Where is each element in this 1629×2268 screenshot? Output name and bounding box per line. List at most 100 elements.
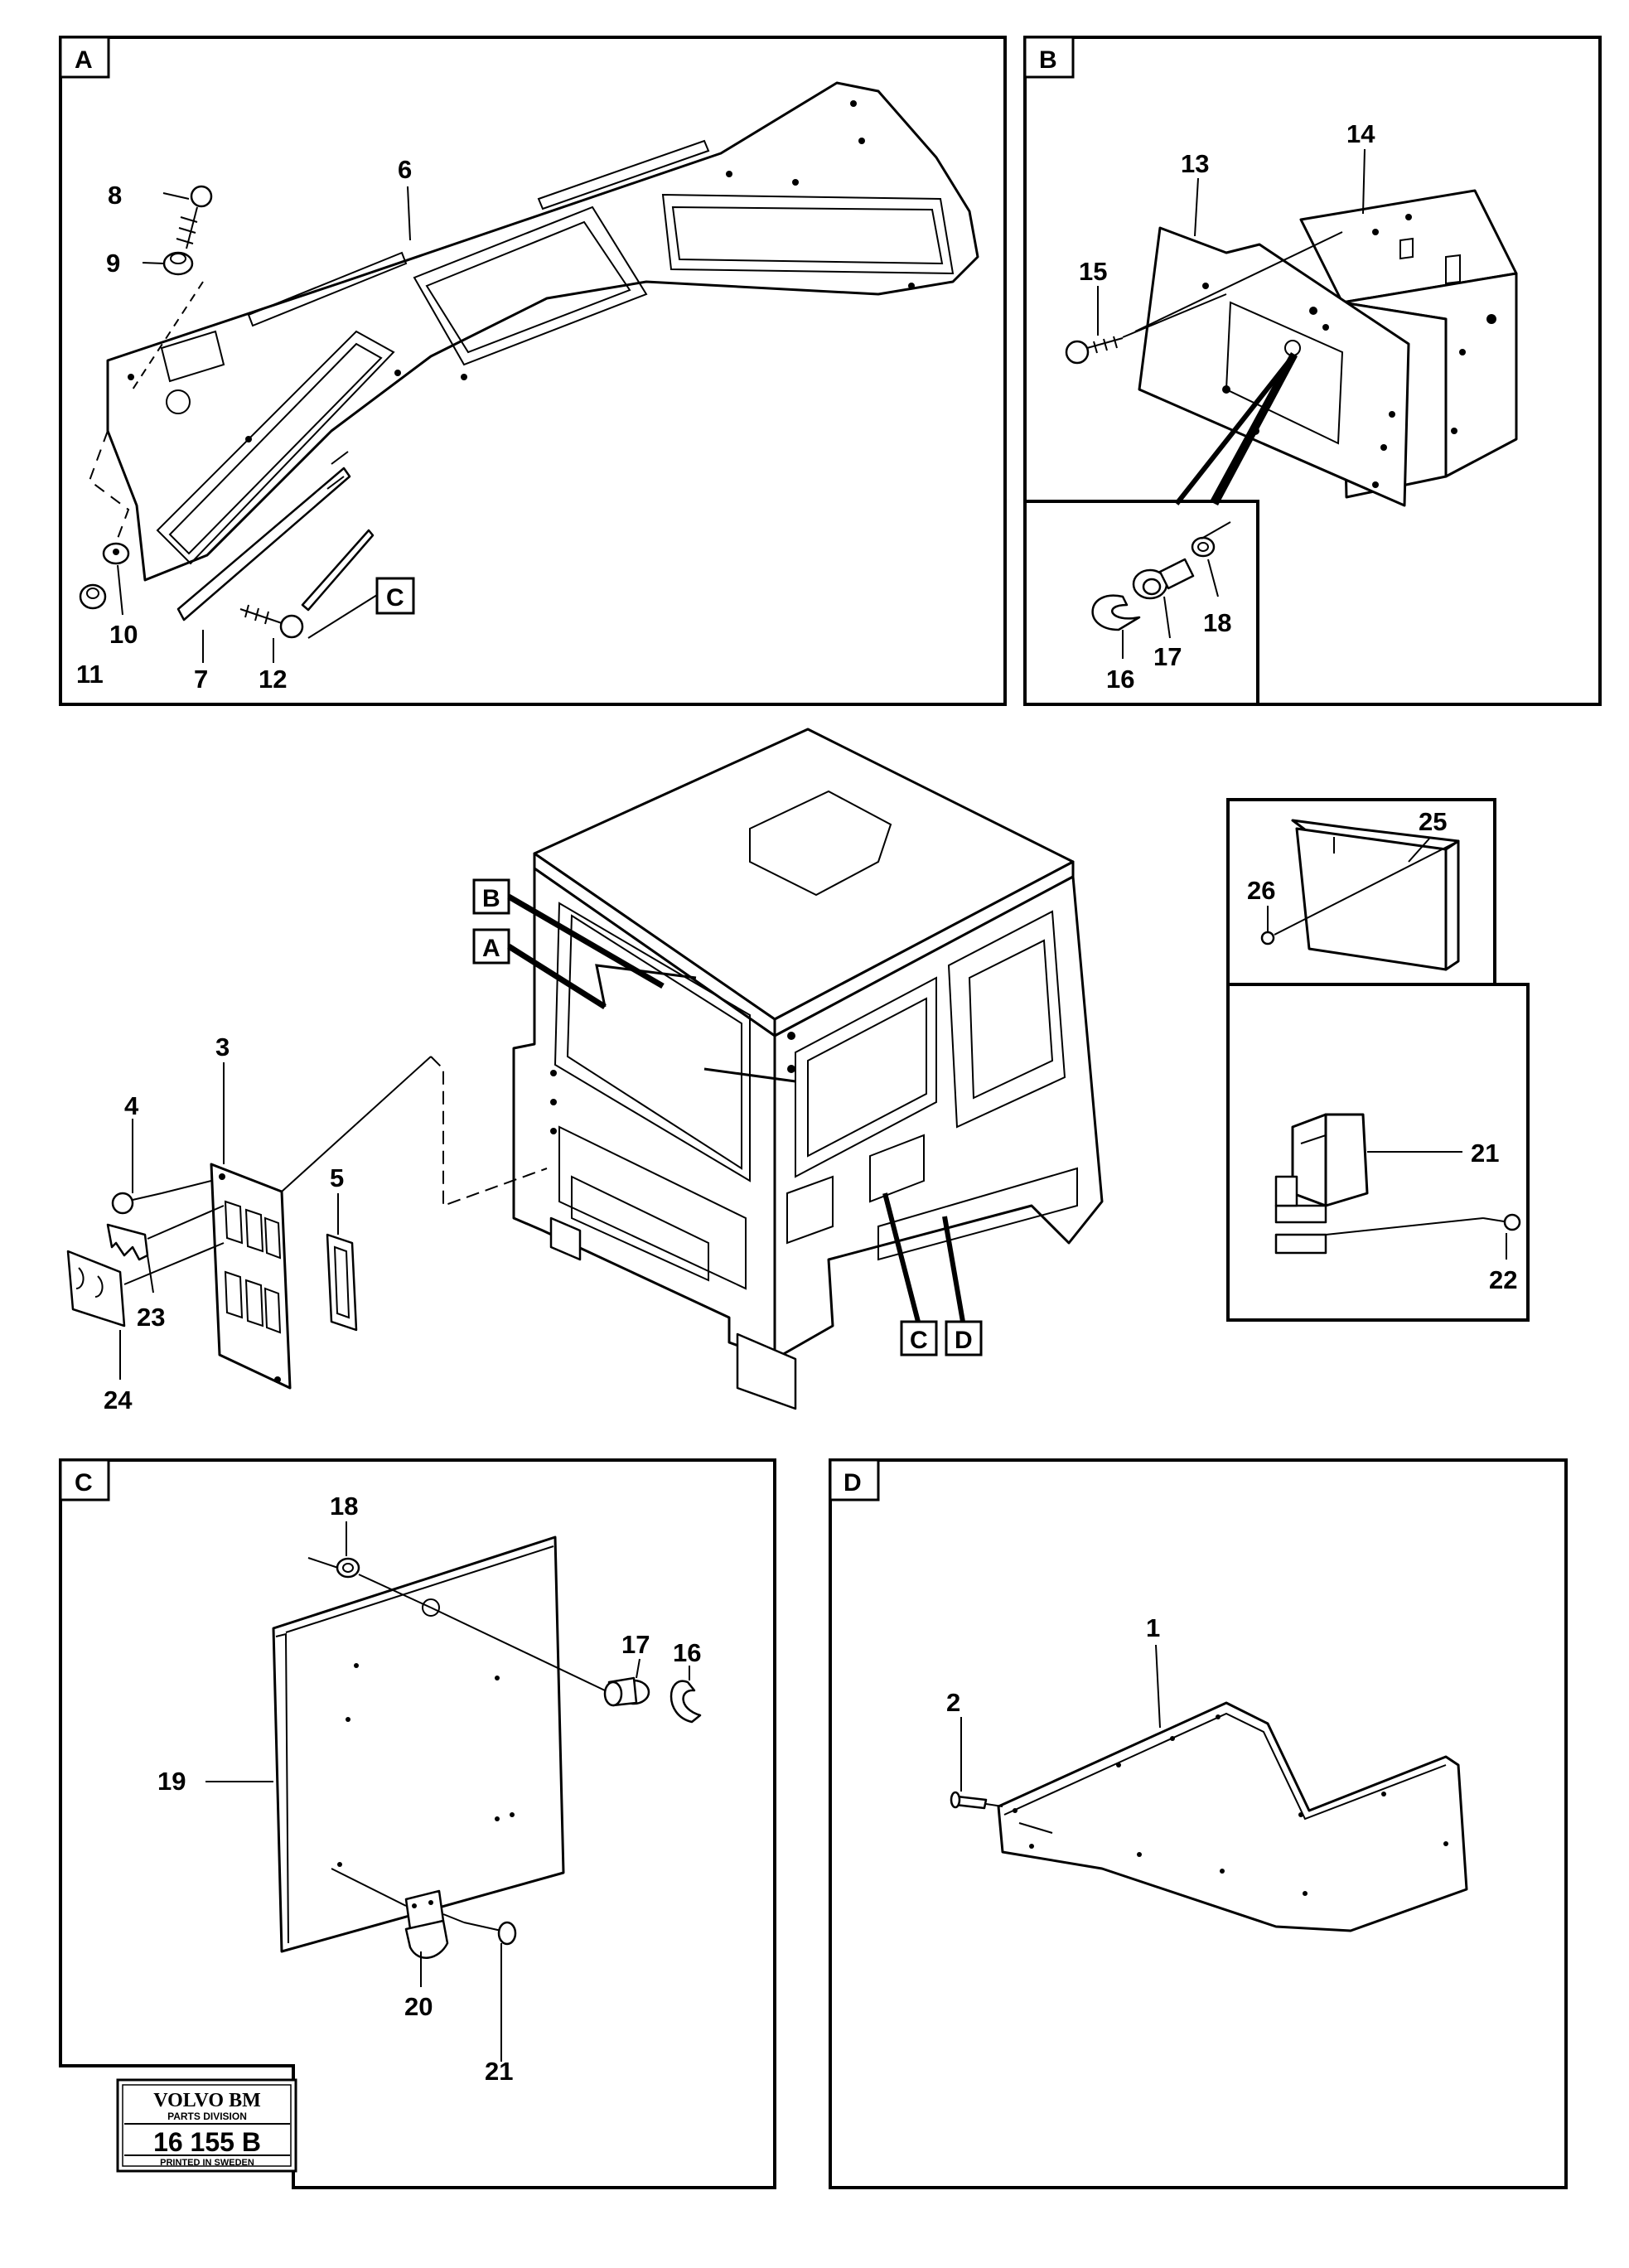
rear-window [947,910,1066,1129]
panel-box-25: 25 26 [1226,798,1496,986]
screw-4-icon [111,1192,162,1215]
dashboard-panel [106,81,979,582]
clip-16-icon [1091,594,1141,631]
cab-leg-left [549,1216,582,1261]
volvo-bm-stamp: VOLVO BM PARTS DIVISION 16 155 B PRINTED… [116,2078,297,2173]
stamp-printed: PRINTED IN SWEDEN [160,2158,254,2168]
panel-b-label-box [1023,36,1075,79]
callout-16: 16 [1106,665,1134,694]
dashboard-right-opening-inner [671,206,944,265]
ref-c-box-a [375,577,415,615]
clip-16-c-icon [669,1680,702,1724]
callout-23: 23 [137,1303,165,1332]
callout-11: 11 [76,660,104,689]
callout-1: 1 [1146,1613,1160,1642]
panel-b-inset-frame [1025,500,1259,704]
washer-10-icon [102,542,130,565]
ref-b-box [472,878,510,915]
holder-bracket [1274,1113,1369,1255]
callout-18-c: 18 [330,1492,358,1521]
ref-b-label: B [482,885,500,912]
pin-2-icon [950,1791,1003,1810]
panel-d: D 1 2 [829,1458,1568,2189]
stamp-number: 16 155 B [153,2127,261,2157]
cab-floor [877,1167,1078,1261]
callout-13: 13 [1181,149,1209,178]
washer-18-c-icon [336,1557,360,1579]
hinge-20-icon [404,1889,449,1959]
bracket-23-icon [106,1223,149,1261]
cab-leg-right [736,1332,797,1410]
callout-7: 7 [194,665,208,694]
callout-2: 2 [946,1688,960,1717]
dashboard-center-opening [413,206,648,366]
roof-hatch [749,790,892,897]
ref-c-label: C [910,1327,928,1354]
bracket-24-icon [66,1250,126,1327]
dashboard-slot-1 [247,251,408,327]
dashboard-center-opening-inner [425,220,631,354]
panel-a: A [59,36,1007,706]
panel-a-frame [59,36,1007,706]
callout-20: 20 [404,1992,433,2021]
leader-10 [117,564,123,616]
ref-a-box [472,928,510,965]
cab-side [773,875,1104,1361]
cab-overview: B A C D [66,728,1104,1414]
ref-d-label: D [955,1327,973,1354]
panel-d-label: D [844,1469,862,1497]
side-panel-1 [997,1701,1468,1932]
panel-a-label: A [75,46,93,74]
storage-box [1291,819,1460,971]
callout-4: 4 [124,1091,139,1120]
leader-17-c [636,1658,640,1679]
callout-17: 17 [1153,642,1182,671]
panel-holder-21-frame [1226,983,1530,1322]
callout-6: 6 [398,155,412,184]
callout-22: 22 [1489,1265,1517,1294]
callout-3: 3 [215,1032,230,1061]
screw-12-icon [239,604,304,639]
washer-18-icon [1191,536,1216,558]
panel-a-label-box [59,36,110,79]
gasket-strip [176,467,351,621]
screw-8-icon [176,185,213,249]
callout-25: 25 [1419,807,1447,836]
dashboard-switch-cutout [160,330,225,383]
dashboard-slot-2 [537,139,710,210]
ref-c-label-a: C [386,584,404,612]
callout-10: 10 [109,620,138,649]
panel-b-frame [1023,36,1602,706]
dashboard-round-hole [166,389,191,414]
screw-26-icon [1260,931,1275,945]
callout-26: 26 [1247,876,1275,905]
callout-21-c: 21 [485,2057,513,2086]
dashboard-lower-opening [156,330,395,565]
leader-14 [1362,148,1366,215]
ref-c-box [900,1320,938,1356]
leader-1 [1155,1644,1161,1729]
panel-holder-21: 21 22 [1226,983,1530,1322]
panel-b-label: B [1039,46,1057,74]
frame-5-icon [326,1233,358,1332]
callout-15: 15 [1079,257,1107,286]
panel-c: C [59,1458,776,2189]
stamp-division: PARTS DIVISION [167,2111,247,2122]
callout-12: 12 [259,665,287,694]
screw-15-icon [1065,336,1124,365]
panel-c-label: C [75,1469,93,1497]
leader-25 [1408,838,1430,863]
leader-9 [142,262,165,264]
leader-23 [147,1255,154,1294]
callout-8: 8 [108,181,122,210]
stamp-brand: VOLVO BM [153,2090,261,2111]
ref-d-box [945,1320,983,1356]
leader-17 [1163,596,1171,639]
callout-21-f: 21 [1471,1139,1499,1168]
leader-13 [1194,177,1199,237]
callout-17-c: 17 [621,1630,650,1659]
nut-9-icon [162,251,194,276]
leader-c [307,594,378,639]
ref-a-label: A [482,935,500,962]
vent-plate [210,1163,292,1390]
